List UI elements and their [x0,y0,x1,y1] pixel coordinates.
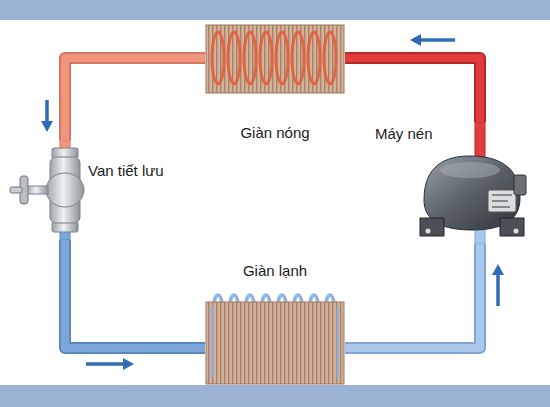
arrow-head [41,121,53,132]
arrow-head [410,34,421,46]
refrigerant-pipe [345,244,504,348]
top-band [0,0,550,20]
cold-coil [206,295,344,384]
refrigerant-pipe [65,240,205,370]
pipe-core [65,58,205,140]
flow-arrow [496,272,500,306]
pipe-outline [65,240,205,348]
flow-arrow [45,100,49,124]
compressor-node: Máy nén [372,122,528,244]
component-label: Van tiết lưu [88,162,164,180]
expansion-valve [10,140,84,240]
component-label: Giàn nóng [240,124,309,142]
refrigerant-pipe [345,34,480,122]
hot-coil [206,25,344,93]
bottom-band [0,385,550,407]
pipe-outline [345,58,480,122]
pipe-outline [65,58,205,140]
arrow-head [492,264,504,275]
pipe-core [345,244,480,348]
flow-arrow [418,38,455,42]
pipe-core [65,240,205,348]
pipe-outline [345,244,480,348]
arrow-head [123,358,134,370]
evaporator-node: Giàn lạnh [205,258,345,385]
pipe-core [345,58,480,122]
condenser-node: Giàn nóng [205,22,345,144]
flow-arrow [86,362,126,366]
component-label: Giàn lạnh [243,262,307,280]
compressor [420,122,526,244]
component-label: Máy nén [375,125,433,143]
valve-node: Van tiết lưu [22,140,205,240]
refrigerant-pipe [41,58,205,140]
